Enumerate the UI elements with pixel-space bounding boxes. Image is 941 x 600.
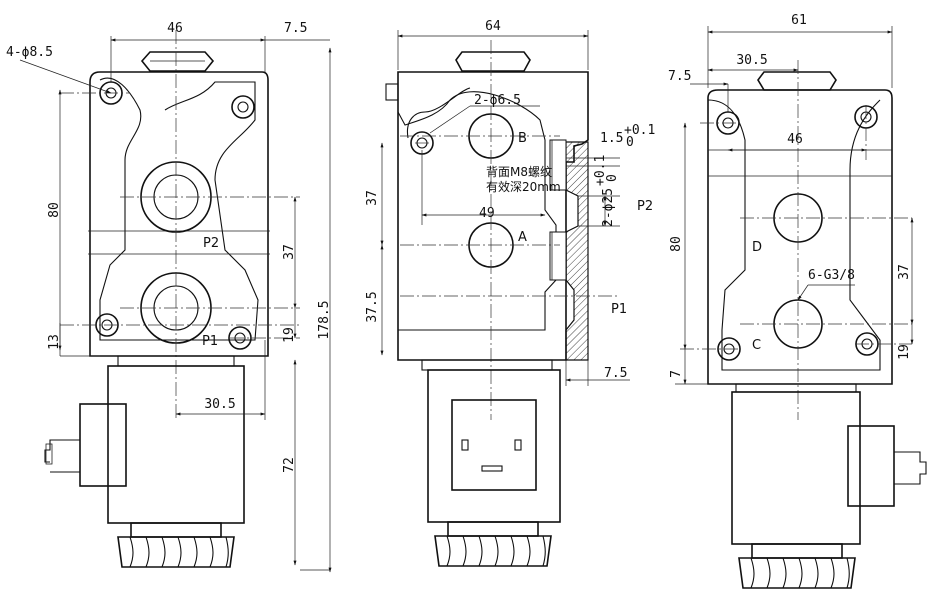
left-dim-37: 37 (282, 244, 297, 260)
left-mount-hole-tr (231, 95, 255, 119)
right-dim-19: 19 (897, 344, 912, 360)
left-dim-46: 46 (167, 21, 183, 36)
middle-dim-37-5: 37.5 (365, 291, 380, 322)
right-dim-61: 61 (791, 13, 807, 28)
middle-view: 64 2-ϕ6.5 B A 49 37 37.5 背面M8螺纹 有效深20mm … (365, 19, 655, 567)
left-dim-7-5: 7.5 (284, 21, 307, 36)
right-dim-7-5: 7.5 (668, 69, 691, 84)
right-coil (731, 391, 861, 545)
right-valve-body (707, 89, 893, 385)
middle-connector (451, 399, 537, 491)
left-dim-19: 19 (282, 327, 297, 343)
middle-tol-bore-upper: +0.1 (593, 155, 608, 186)
right-dim-80: 80 (669, 236, 684, 252)
left-dim-13: 13 (47, 334, 62, 350)
middle-port-a-label: A (518, 230, 527, 245)
left-hole-label: 4-ϕ8.5 (6, 45, 53, 60)
middle-note-line2: 有效深20mm (486, 179, 561, 194)
middle-port-p1-label: P1 (611, 302, 627, 317)
right-dim-46: 46 (787, 132, 803, 147)
middle-dim-64: 64 (485, 19, 501, 34)
middle-port-b-label: B (518, 131, 527, 146)
right-dim-7: 7 (669, 370, 684, 378)
right-dim-37: 37 (897, 264, 912, 280)
left-dim-30-5: 30.5 (204, 397, 235, 412)
middle-tol-bore-lower: 0 (605, 174, 620, 182)
right-port-c-label: C (752, 338, 761, 353)
middle-hole-label: 2-ϕ6.5 (474, 93, 521, 108)
middle-port-p2-label: P2 (637, 199, 653, 214)
middle-note-line1: 背面M8螺纹 (486, 165, 552, 179)
left-port-p1-label: P1 (202, 334, 218, 349)
right-mount-hole-bl (717, 337, 741, 361)
left-valve-body (89, 71, 269, 357)
right-connector (847, 425, 895, 507)
left-dim-178-5: 178.5 (317, 300, 332, 339)
middle-tol-recess-lower: 0 (626, 135, 634, 150)
middle-dim-37: 37 (365, 190, 380, 206)
right-port-d-label: D (752, 240, 762, 255)
left-dim-80: 80 (47, 202, 62, 218)
left-top-nut (140, 51, 215, 72)
middle-tol-recess-upper: +0.1 (624, 123, 655, 138)
middle-dim-bore: 2-ϕ25 (601, 188, 616, 227)
left-port-p2-label: P2 (203, 236, 219, 251)
right-thread-label: 6-G3/8 (808, 268, 855, 283)
left-mount-hole-br (228, 326, 252, 350)
right-view: 61 30.5 7.5 46 80 D C 6-G3/8 37 19 7 (668, 13, 927, 589)
middle-dim-7-5: 7.5 (604, 366, 627, 381)
left-dim-72: 72 (282, 457, 297, 473)
left-connector (79, 403, 127, 487)
middle-dim-49: 49 (479, 206, 495, 221)
middle-dim-recess: 1.5 (600, 131, 623, 146)
right-dim-30-5: 30.5 (736, 53, 767, 68)
left-view: 46 7.5 4-ϕ8.5 80 13 P2 P1 37 19 178.5 30… (6, 21, 332, 573)
middle-coil (427, 369, 561, 523)
